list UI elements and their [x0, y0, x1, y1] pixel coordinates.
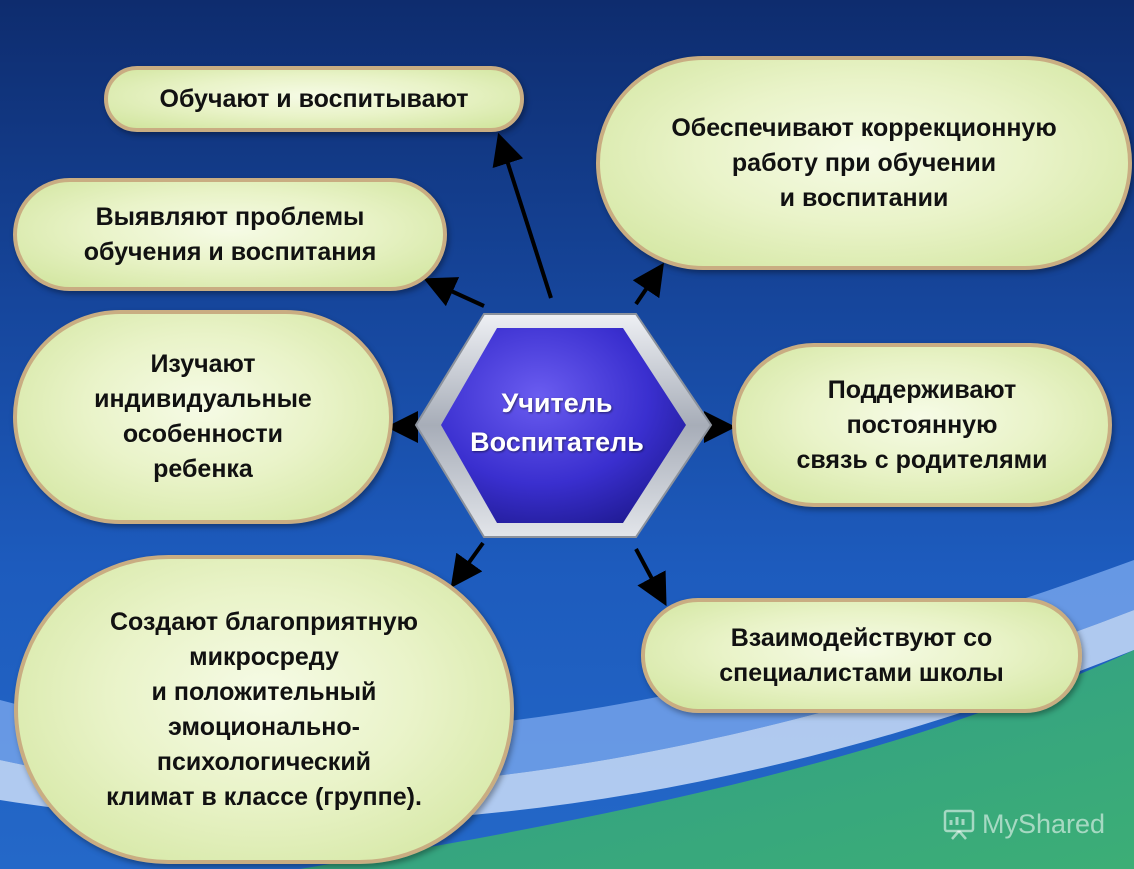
bubble-identify-problems: Выявляют проблемы обучения и воспитания	[13, 178, 447, 291]
presentation-board-icon	[943, 809, 975, 840]
bubble-text: Изучают индивидуальные особенности ребен…	[94, 350, 312, 483]
bubble-create-microenvironment: Создают благоприятную микросреду и полож…	[14, 555, 514, 864]
bubble-specialists: Взаимодействуют со специалистами школы	[641, 598, 1082, 713]
bubble-text: Создают благоприятную микросреду и полож…	[106, 607, 422, 811]
arrow-to-teach	[492, 132, 553, 299]
bubble-text: Поддерживают постоянную связь с родителя…	[796, 375, 1048, 474]
watermark: MyShared	[942, 806, 1122, 842]
bubble-text: Обучают и воспитывают	[159, 84, 469, 113]
center-label: Учитель Воспитатель	[470, 388, 644, 457]
bubble-parent-contact: Поддерживают постоянную связь с родителя…	[732, 343, 1112, 507]
arrow-to-correction	[632, 262, 664, 306]
bubble-text: Взаимодействуют со специалистами школы	[719, 623, 1004, 687]
arrow-to-identify	[423, 277, 485, 308]
bubble-text: Обеспечивают коррекционную работу при об…	[671, 113, 1057, 212]
watermark-text: MyShared	[982, 808, 1106, 839]
arrow-to-specialists	[634, 548, 667, 607]
bubble-text: Выявляют проблемы обучения и воспитания	[83, 202, 377, 266]
bubble-study-individual-traits: Изучают индивидуальные особенности ребен…	[13, 310, 393, 524]
bubble-correctional-work: Обеспечивают коррекционную работу при об…	[596, 56, 1132, 270]
arrow-to-create	[450, 541, 485, 588]
bubble-teach-and-educate: Обучают и воспитывают	[104, 66, 524, 132]
